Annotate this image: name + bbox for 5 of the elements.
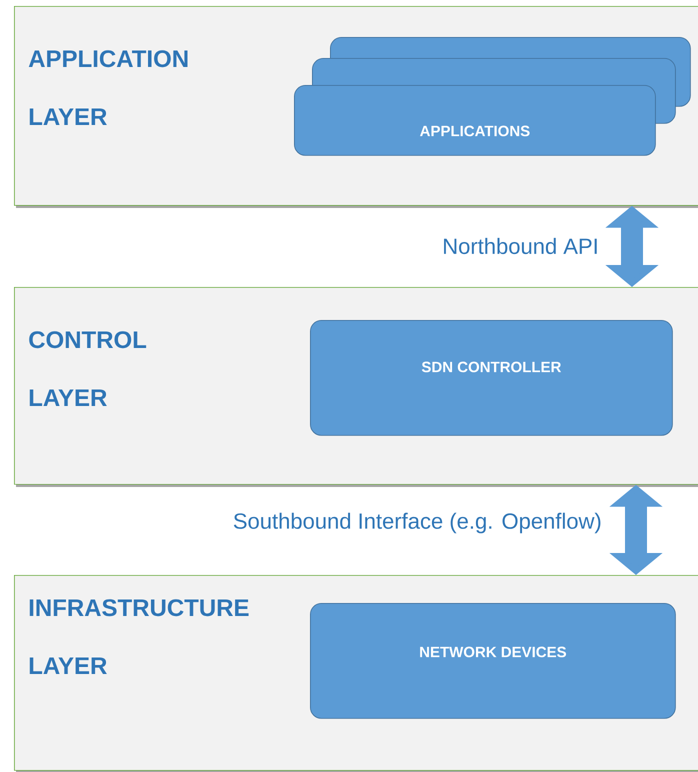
process-box: APPLICATIONS [294, 85, 656, 156]
edge-label: Southbound Interface (e.g. Openflow) [232, 512, 603, 534]
process-box: SDN CONTROLLER [310, 320, 673, 436]
process-box: NETWORK DEVICES [310, 603, 676, 719]
edge-label: Northbound API [441, 236, 600, 256]
